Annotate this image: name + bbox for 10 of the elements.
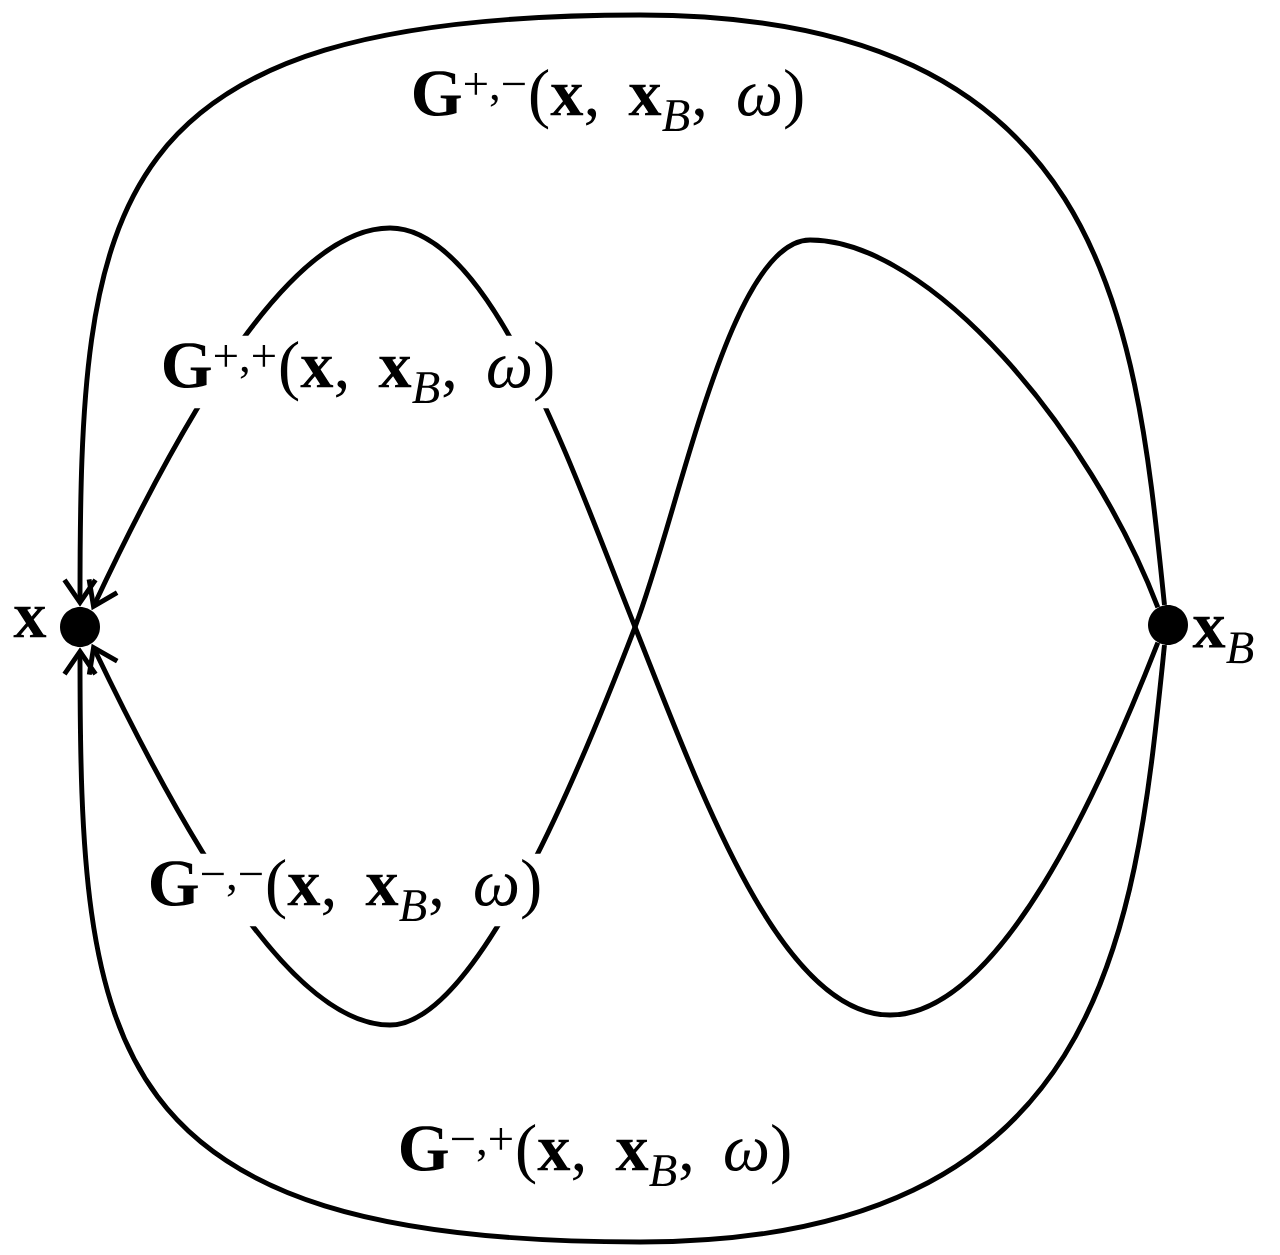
edge-label: G$^{+,+}$(x, x$_{B}$, ω) (155, 335, 561, 409)
point-label: x (13, 606, 47, 638)
edge-label: G$^{+,−}$(x, x$_{B}$, ω) (405, 63, 811, 137)
edge-label: G$^{−,+}$(x, x$_{B}$, ω) (392, 1118, 798, 1192)
point-label: x$_{B}$ (1192, 616, 1254, 664)
edge-label: G$^{−,−}$(x, x$_{B}$, ω) (142, 853, 548, 927)
curved-arrow (62, 12, 1167, 607)
dot (60, 607, 100, 647)
dot (1148, 605, 1188, 645)
curved-arrow (62, 644, 1167, 1245)
